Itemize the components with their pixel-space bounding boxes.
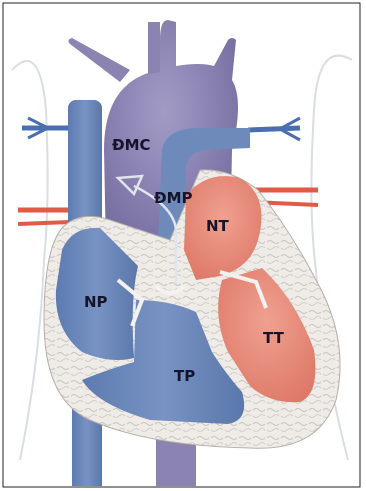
label-np: NP: [84, 293, 108, 311]
aorta-branch-left: [68, 38, 130, 82]
label-tp: TP: [174, 367, 195, 385]
aorta-branch-mid: [148, 22, 160, 74]
left-pulmonary-vessels: [18, 118, 70, 224]
left-lung-outline: [12, 61, 48, 460]
label-tt: TT: [263, 329, 285, 347]
label-dmp: ĐMP: [154, 189, 193, 207]
label-dmc: ĐMC: [112, 136, 151, 154]
label-nt: NT: [206, 217, 230, 235]
